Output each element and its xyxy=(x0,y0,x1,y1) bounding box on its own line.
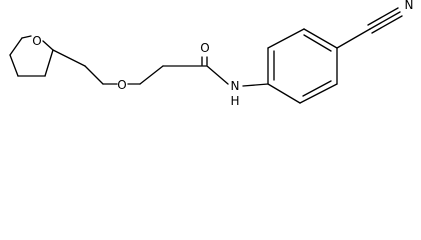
aromatic-inner-bond xyxy=(303,34,332,52)
bond xyxy=(9,37,23,56)
bond xyxy=(52,49,86,67)
nitrile-nitrogen-label: N xyxy=(405,0,414,12)
bond xyxy=(299,83,338,104)
amide-group xyxy=(162,56,269,87)
bond xyxy=(206,65,229,85)
ether-oxygen-label: O xyxy=(117,78,126,92)
bond xyxy=(267,83,301,104)
benzene-ring xyxy=(267,28,338,104)
bond xyxy=(242,83,269,87)
triple-bond-line xyxy=(369,11,401,30)
tetrahydrofuran-ring xyxy=(9,35,54,77)
bond xyxy=(303,28,338,49)
bond xyxy=(42,40,54,51)
linker-chain xyxy=(52,49,164,85)
bond xyxy=(44,49,54,77)
triple-bond-line xyxy=(371,15,403,34)
triple-bond-line xyxy=(367,7,399,26)
bond xyxy=(336,28,371,49)
amide-nitrogen-label: N xyxy=(231,79,240,93)
bond xyxy=(267,28,305,49)
ring-oxygen-label: O xyxy=(32,34,41,48)
nitrile-group xyxy=(336,7,403,49)
carbonyl-oxygen-label: O xyxy=(200,41,209,55)
chemical-structure: O O O N H N xyxy=(9,0,414,108)
bond xyxy=(139,65,164,85)
amide-hydrogen-label: H xyxy=(230,94,239,108)
aromatic-inner-bond xyxy=(302,80,332,97)
bond xyxy=(9,54,19,77)
bond xyxy=(21,35,32,39)
bond xyxy=(84,65,104,85)
